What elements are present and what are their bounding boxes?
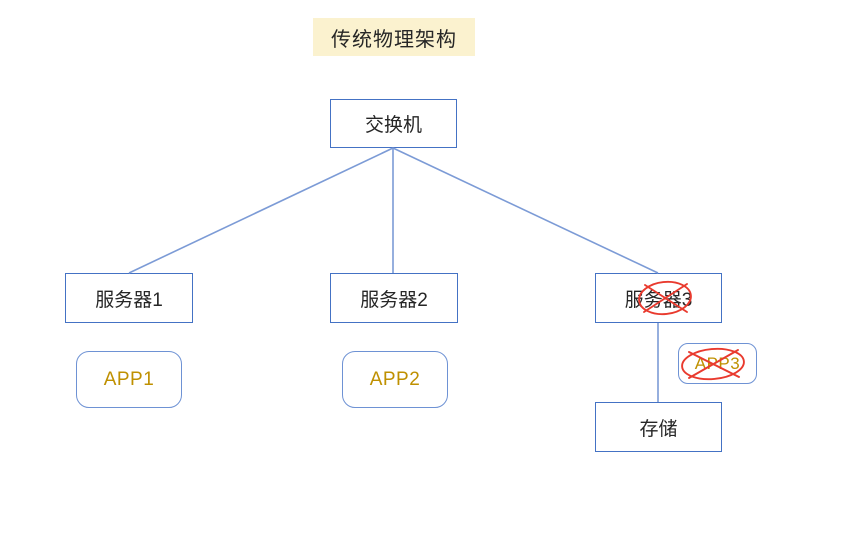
node-server3: 服务器3 <box>595 273 722 323</box>
connector-switch-server1 <box>128 147 394 274</box>
node-server3-label: 服务器3 <box>624 289 693 311</box>
node-app3: APP3 <box>678 343 757 384</box>
node-app1: APP1 <box>76 351 182 408</box>
node-app1-label: APP1 <box>103 368 155 390</box>
node-storage-label: 存储 <box>639 418 678 440</box>
node-switch: 交换机 <box>330 99 457 148</box>
node-switch-label: 交换机 <box>364 115 422 136</box>
node-app3-label: APP3 <box>694 353 741 373</box>
node-server2-label: 服务器2 <box>360 289 428 311</box>
diagram-title: 传统物理架构 <box>313 18 475 56</box>
node-server1-label: 服务器1 <box>95 289 163 311</box>
node-server1: 服务器1 <box>65 273 193 323</box>
node-app2-label: APP2 <box>369 368 421 390</box>
node-app2: APP2 <box>342 351 448 408</box>
node-server2: 服务器2 <box>330 273 458 323</box>
connector-switch-server3 <box>392 147 659 274</box>
node-storage: 存储 <box>595 402 722 452</box>
